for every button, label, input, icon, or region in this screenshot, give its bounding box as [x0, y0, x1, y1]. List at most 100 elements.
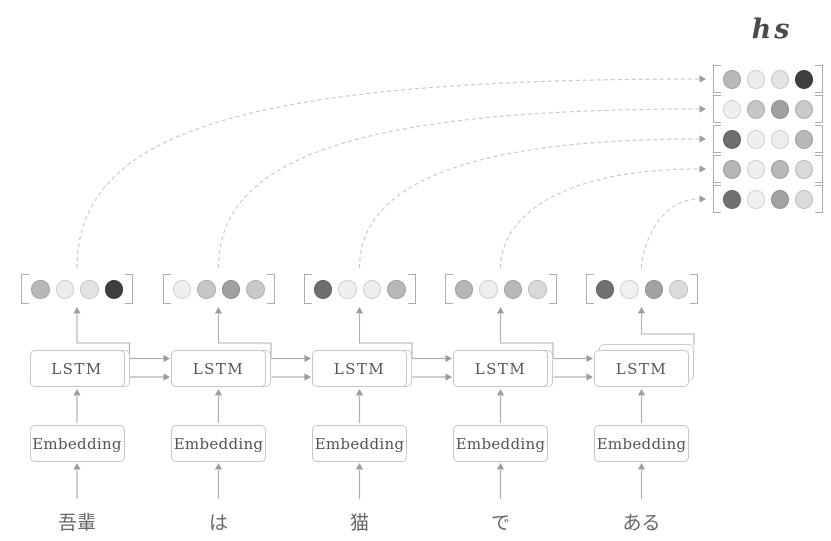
hidden-output-line: [76, 314, 131, 359]
dashed-arc: [217, 108, 700, 269]
hs-circle: [795, 129, 813, 149]
hs-circle: [747, 189, 765, 209]
embedding-arrowhead: [637, 389, 646, 396]
embedding-box: Embedding: [453, 425, 548, 462]
hidden-output-arrowhead: [496, 307, 505, 314]
token-label: で: [490, 512, 511, 534]
hs-circle: [747, 69, 765, 89]
hstate-arrowhead: [163, 354, 170, 363]
hidden-vector: [444, 274, 557, 304]
hidden-vector: [162, 274, 275, 304]
embedding-box: Embedding: [312, 425, 407, 462]
bracket-left: [713, 95, 721, 123]
vector-circle: [338, 279, 357, 299]
bracket-right: [815, 155, 823, 183]
dashed-arc: [499, 168, 700, 269]
token-arrowhead: [355, 463, 364, 470]
hs-label: hs: [751, 14, 793, 45]
hstate-arrowhead: [304, 354, 311, 363]
hs-row: [713, 95, 823, 123]
bracket-right: [815, 95, 823, 123]
cstate-arrowhead: [586, 373, 593, 381]
hs-row: [713, 155, 823, 183]
bracket-left: [713, 185, 721, 213]
hs-row: [713, 185, 823, 213]
vector-circle: [172, 279, 191, 299]
hidden-output-line: [217, 314, 272, 359]
embedding-arrowhead: [496, 389, 505, 396]
hs-circle: [723, 159, 741, 179]
hidden-vector: [585, 274, 698, 304]
bracket-right: [689, 274, 698, 304]
dashed-arc: [358, 138, 700, 269]
bracket-right: [548, 274, 557, 304]
token-label: 猫: [349, 512, 370, 534]
vector-circle: [454, 279, 473, 299]
bracket-left: [585, 274, 594, 304]
hs-circle: [723, 129, 741, 149]
bracket-left: [21, 274, 29, 304]
bracket-right: [266, 274, 275, 304]
lstm-box: LSTM: [453, 350, 548, 387]
bracket-right: [815, 185, 823, 213]
vector-circle: [644, 279, 663, 299]
bracket-right: [407, 274, 416, 304]
hidden-output-line: [640, 314, 695, 345]
embedding-box: Embedding: [171, 425, 266, 462]
vector-circle: [479, 279, 498, 299]
bracket-left: [713, 155, 721, 183]
dashed-arc-arrowhead: [699, 135, 706, 143]
hidden-output-line: [499, 314, 554, 359]
vector-circle: [55, 279, 74, 299]
dashed-arc-arrowhead: [699, 165, 706, 173]
cstate-arrowhead: [304, 373, 311, 381]
embedding-arrowhead: [214, 389, 223, 396]
hstate-arrowhead: [445, 354, 452, 363]
bracket-right: [815, 65, 823, 93]
bracket-left: [162, 274, 171, 304]
vector-circle: [620, 279, 639, 299]
lstm-box: LSTM: [171, 350, 266, 387]
token-arrowhead: [637, 463, 646, 470]
hs-circle: [771, 159, 789, 179]
hs-circle: [723, 99, 741, 119]
token-label: は: [208, 512, 229, 534]
token-arrowhead: [496, 463, 505, 470]
bracket-left: [713, 65, 721, 93]
hidden-output-arrowhead: [637, 307, 646, 314]
token-label: ある: [622, 512, 661, 534]
lstm-box: LSTM: [312, 350, 407, 387]
dashed-arc: [640, 198, 700, 269]
dashed-arc: [76, 78, 700, 269]
cstate-arrowhead: [445, 373, 452, 381]
cstate-arrowhead: [163, 373, 170, 381]
vector-circle: [528, 279, 547, 299]
bracket-left: [303, 274, 312, 304]
vector-circle: [80, 279, 99, 299]
dashed-arc-arrowhead: [699, 75, 706, 83]
hidden-vector: [303, 274, 416, 304]
bracket-right: [815, 125, 823, 153]
hidden-vector: [21, 274, 133, 304]
lstm-box: LSTM: [594, 350, 689, 387]
hs-circle: [771, 99, 789, 119]
hidden-output-arrowhead: [355, 307, 364, 314]
hstate-arrowhead: [586, 354, 593, 363]
vector-circle: [362, 279, 381, 299]
vector-circle: [31, 279, 50, 299]
lstm-box: LSTM: [29, 350, 125, 387]
hs-row: [713, 65, 823, 93]
vector-circle: [197, 279, 216, 299]
embedding-arrowhead: [73, 389, 81, 396]
dashed-arc-arrowhead: [699, 105, 706, 113]
hs-circle: [795, 69, 813, 89]
token-label: 吾輩: [57, 512, 97, 534]
hs-circle: [795, 189, 813, 209]
bracket-left: [444, 274, 453, 304]
token-arrowhead: [214, 463, 223, 470]
hidden-output-line: [358, 314, 413, 359]
hidden-output-arrowhead: [73, 307, 81, 314]
hs-circle: [723, 189, 741, 209]
